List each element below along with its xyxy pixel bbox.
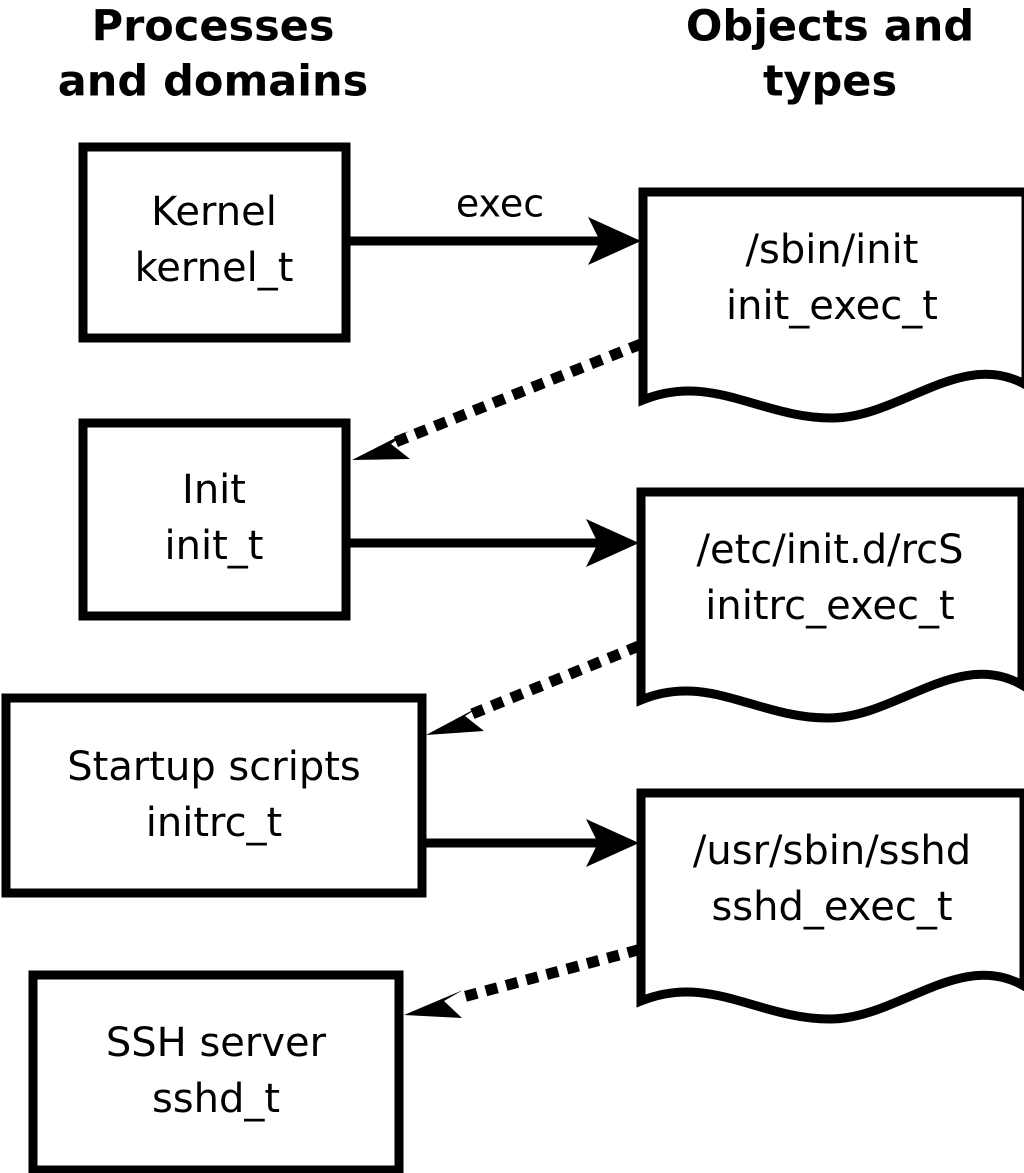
node-init-exec-document[interactable] bbox=[638, 187, 1024, 423]
node-sshd-exec-line1: /usr/sbin/sshd bbox=[693, 828, 971, 874]
node-startup-scripts-line1: Startup scripts bbox=[67, 744, 360, 790]
edge-init-exec-initrc-arrowhead bbox=[586, 519, 639, 567]
edge-label-exec: exec bbox=[456, 182, 544, 226]
node-sshd-exec-document[interactable] bbox=[636, 788, 1024, 1024]
node-kernel-box[interactable] bbox=[78, 142, 351, 343]
node-init-line2: init_t bbox=[165, 523, 264, 569]
node-startup-scripts-box[interactable] bbox=[1, 693, 427, 898]
node-kernel-line2: kernel_t bbox=[135, 245, 294, 291]
edge-init-exec-to-init-line bbox=[390, 338, 644, 449]
node-initrc-exec-document[interactable] bbox=[636, 487, 1024, 723]
column-header-objects-line2: types bbox=[763, 57, 897, 107]
node-init-exec[interactable]: /sbin/init init_exec_t bbox=[638, 187, 1024, 423]
node-startup-scripts-line2: initrc_t bbox=[146, 800, 283, 846]
node-init-exec-line1: /sbin/init bbox=[746, 227, 919, 273]
edge-initrc-exec-sshd bbox=[426, 819, 639, 867]
node-ssh-server-line2: sshd_t bbox=[152, 1076, 280, 1122]
node-ssh-server-line1: SSH server bbox=[106, 1020, 327, 1066]
edge-init-exec-to-init-arrowhead bbox=[352, 431, 410, 460]
node-ssh-server[interactable]: SSH server sshd_t bbox=[28, 970, 404, 1173]
edge-sshd-exec-to-sshd-arrowhead bbox=[404, 990, 463, 1018]
edge-kernel-exec-init-arrowhead bbox=[588, 217, 641, 265]
edge-sshd-exec-to-sshd-line bbox=[445, 944, 641, 1007]
edge-init-exec-to-init bbox=[352, 338, 644, 460]
node-initrc-exec-line2: initrc_exec_t bbox=[705, 583, 954, 629]
node-init-box[interactable] bbox=[78, 418, 351, 621]
edge-initrc-exec-to-initrc-arrowhead bbox=[426, 704, 484, 735]
node-kernel-line1: Kernel bbox=[151, 189, 277, 235]
node-kernel[interactable]: Kernel kernel_t bbox=[78, 142, 351, 343]
edge-kernel-exec-init: exec bbox=[350, 182, 641, 265]
node-initrc-exec-line1: /etc/init.d/rcS bbox=[696, 527, 963, 573]
column-header-objects-line1: Objects and bbox=[686, 2, 974, 52]
node-startup-scripts[interactable]: Startup scripts initrc_t bbox=[1, 693, 427, 898]
edge-initrc-exec-sshd-arrowhead bbox=[586, 819, 639, 867]
edge-sshd-exec-to-sshd bbox=[404, 944, 641, 1018]
edge-initrc-exec-to-initrc-line bbox=[464, 640, 642, 722]
node-initrc-exec[interactable]: /etc/init.d/rcS initrc_exec_t bbox=[636, 487, 1024, 723]
column-header-processes-line2: and domains bbox=[58, 57, 368, 107]
column-header-objects: Objects and types bbox=[686, 2, 974, 107]
node-sshd-exec-line2: sshd_exec_t bbox=[711, 884, 952, 930]
node-sshd-exec[interactable]: /usr/sbin/sshd sshd_exec_t bbox=[636, 788, 1024, 1024]
node-init-line1: Init bbox=[182, 467, 246, 513]
node-init-exec-line2: init_exec_t bbox=[726, 283, 938, 329]
node-ssh-server-box[interactable] bbox=[28, 970, 404, 1173]
node-init[interactable]: Init init_t bbox=[78, 418, 351, 621]
column-header-processes: Processes and domains bbox=[58, 2, 368, 107]
column-header-processes-line1: Processes bbox=[92, 2, 335, 52]
edge-initrc-exec-to-initrc bbox=[426, 640, 642, 735]
edge-init-exec-initrc bbox=[350, 519, 639, 567]
